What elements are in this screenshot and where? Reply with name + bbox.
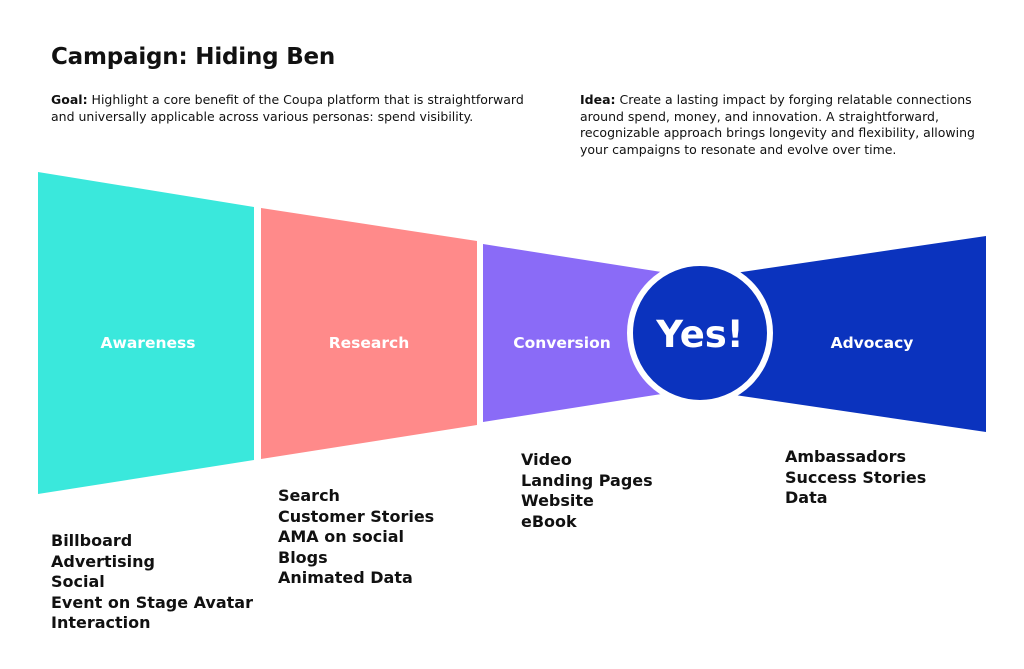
awareness-items-list: Billboard Advertising Social Event on St… (51, 531, 253, 634)
list-item: Billboard (51, 531, 133, 550)
list-item: Blogs (278, 547, 328, 567)
list-item: Interaction (51, 613, 151, 632)
goal-text: Highlight a core benefit of the Coupa pl… (51, 92, 524, 124)
list-item: Success Stories (785, 467, 927, 487)
advocacy-items-list: Ambassadors Success Stories Data (785, 447, 926, 509)
advocacy-stage-label: Advocacy (831, 334, 914, 352)
list-item: AMA on social (278, 527, 404, 546)
research-stage-shape (261, 208, 477, 459)
research-items-list: Search Customer Stories AMA on social Bl… (278, 486, 434, 589)
list-item: Video (521, 450, 572, 469)
list-item: Social (51, 572, 105, 591)
idea-paragraph: Idea: Create a lasting impact by forging… (580, 92, 990, 158)
idea-label: Idea: (580, 92, 616, 107)
advocacy-stage-shape (735, 236, 986, 432)
list-item: Website (521, 491, 594, 510)
page-title: Campaign: Hiding Ben (51, 44, 336, 70)
conversion-stage-shape (483, 244, 668, 422)
list-item: eBook (521, 511, 577, 531)
goal-paragraph: Goal: Highlight a core benefit of the Co… (51, 92, 551, 125)
yes-circle (627, 260, 773, 406)
list-item: Search (278, 486, 340, 505)
list-item: Data (785, 488, 828, 507)
list-item: Customer Stories (278, 506, 435, 526)
awareness-stage-shape (38, 172, 254, 494)
list-item: Ambassadors (785, 447, 907, 466)
list-item: Landing Pages (521, 470, 653, 490)
goal-label: Goal: (51, 92, 88, 107)
list-item: Animated Data (278, 568, 413, 587)
yes-label: Yes! (655, 313, 743, 356)
list-item: Event on Stage Avatar (51, 592, 253, 612)
conversion-items-list: Video Landing Pages Website eBook (521, 450, 653, 532)
awareness-stage-label: Awareness (101, 334, 196, 352)
conversion-stage-label: Conversion (513, 334, 611, 352)
research-stage-label: Research (329, 334, 410, 352)
list-item: Advertising (51, 551, 155, 571)
idea-text: Create a lasting impact by forging relat… (580, 92, 975, 157)
